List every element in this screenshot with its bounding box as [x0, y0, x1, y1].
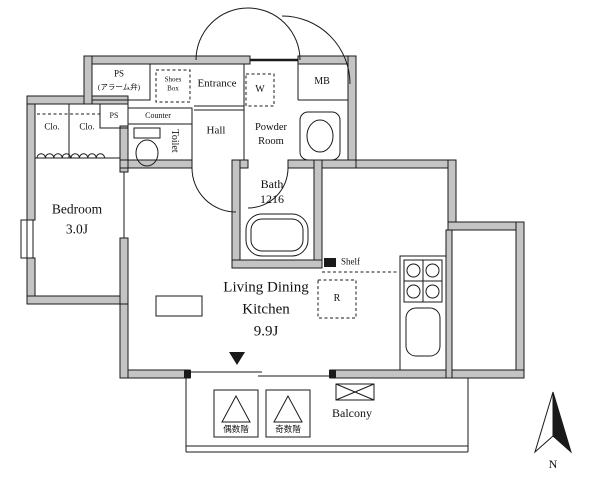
label-bedroom-size: 3.0J — [65, 221, 89, 237]
label-hall: Hall — [206, 124, 226, 137]
walls — [26, 55, 525, 379]
closet-curtain — [36, 153, 72, 159]
wall-segment — [231, 159, 241, 269]
label-ldk-2: Kitchen — [242, 301, 290, 318]
window-jamb — [184, 370, 191, 378]
label-closet-right: Clo. — [79, 121, 95, 132]
label-bath-name: Bath — [260, 177, 284, 191]
crossed-box — [335, 383, 375, 401]
label-compass-north: N — [548, 457, 558, 471]
label-bath-size: 1216 — [260, 192, 284, 206]
powder-room-sink — [299, 111, 341, 161]
wall-segment — [231, 259, 323, 269]
label-ps-top: PS — [113, 68, 125, 79]
label-hatch-odd: 奇数階 — [275, 423, 301, 434]
evacuation-hatch-odd — [265, 389, 311, 438]
wall-segment — [119, 237, 129, 305]
entrance-door-arc — [281, 15, 351, 85]
stove-burner — [425, 263, 440, 278]
wall-segment — [447, 221, 525, 231]
label-balcony: Balcony — [332, 406, 372, 420]
wall-segment — [447, 159, 457, 231]
label-toilet: Toilet — [169, 129, 180, 153]
refrigerator-outline — [317, 279, 357, 319]
window-jamb — [329, 370, 336, 378]
label-powder-room-2: Room — [258, 135, 284, 147]
wall-segment — [26, 295, 129, 305]
label-washer: W — [255, 84, 265, 95]
pipe-space-box — [91, 63, 151, 101]
wall-segment — [347, 159, 457, 169]
label-meter-box: MB — [314, 76, 330, 87]
closet-curtain — [70, 153, 106, 159]
label-shelf: Shelf — [341, 256, 360, 267]
wall-segment — [329, 369, 525, 379]
entrance-door-arc — [195, 7, 301, 61]
stove-burner — [406, 263, 421, 278]
wall-segment — [445, 229, 453, 379]
label-ldk-1: Living Dining — [223, 279, 309, 296]
wall-segment — [313, 159, 323, 269]
toilet-fixture — [135, 139, 159, 167]
wall-segment — [515, 221, 525, 379]
label-refrigerator: R — [333, 293, 341, 304]
washing-machine-outline — [245, 73, 275, 107]
bathtub-inner — [250, 218, 304, 252]
crossed-box-diagonal — [335, 383, 375, 401]
label-ps-small: PS — [109, 111, 119, 120]
label-shoes-box-1: Shoes — [164, 75, 182, 84]
wall-segment — [321, 159, 357, 169]
wall-segment — [26, 95, 36, 221]
label-ldk-size: 9.9J — [253, 323, 279, 340]
direction-marker — [229, 352, 245, 365]
kitchen-sink — [405, 307, 441, 357]
shoes-box-outline — [155, 69, 191, 103]
toilet-room-outline — [127, 107, 193, 169]
wall-segment — [83, 55, 93, 105]
label-counter: Counter — [145, 111, 171, 120]
stove-burner — [406, 284, 421, 299]
bathtub — [245, 213, 309, 257]
label-bedroom-name: Bedroom — [51, 201, 103, 217]
wall-segment — [119, 295, 129, 379]
label-ps-top-note: (アラーム弁) — [97, 82, 141, 92]
label-shoes-box-2: Box — [167, 84, 179, 93]
label-hatch-even: 偶数階 — [223, 423, 249, 434]
stove-burner — [425, 284, 440, 299]
toilet-tank — [133, 127, 161, 139]
label-closet-left: Clo. — [44, 121, 60, 132]
shelf-bracket — [324, 258, 336, 267]
wall-segment — [119, 369, 191, 379]
evacuation-hatch-triangle — [273, 394, 303, 423]
compass-right-half — [552, 391, 572, 454]
evacuation-hatch-even — [213, 389, 259, 438]
label-entrance: Entrance — [197, 77, 237, 90]
powder-room-basin — [306, 119, 334, 153]
compass-left-half — [534, 391, 554, 454]
evacuation-hatch-triangle — [221, 394, 251, 423]
door-swing-arc — [247, 167, 289, 209]
wall-segment — [83, 55, 251, 65]
door-swing-arc — [191, 167, 237, 213]
north-compass — [534, 391, 572, 454]
label-powder-room-1: Powder — [254, 121, 288, 133]
table-outline — [155, 295, 203, 317]
